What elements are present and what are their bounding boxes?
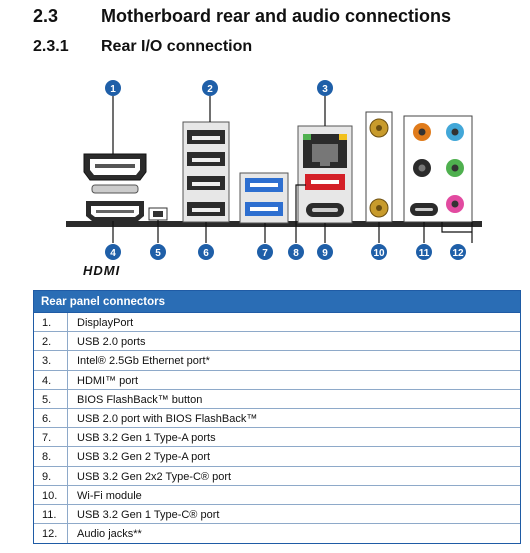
row-description: USB 3.2 Gen 2x2 Type-C® port [77, 470, 232, 483]
leader-lines [112, 96, 473, 243]
audio-typec-block [403, 115, 473, 223]
table-row: 2. USB 2.0 ports [34, 332, 520, 352]
table-row: 4. HDMI™ port [34, 370, 520, 390]
row-number: 12. [42, 528, 58, 541]
row-number: 8. [42, 451, 52, 464]
callout-label: 2 [207, 84, 213, 95]
callout-label: 4 [110, 248, 116, 259]
callout-marker [202, 80, 218, 96]
table-row: 7. USB 3.2 Gen 1 Type-A ports [34, 428, 520, 448]
io-panel-baseline [66, 221, 482, 227]
callout-label: 5 [155, 248, 161, 259]
table-row: 6. USB 2.0 port with BIOS FlashBack™ [34, 408, 520, 429]
callout-label: 6 [203, 248, 209, 259]
table-row: 9. USB 3.2 Gen 2x2 Type-C® port [34, 466, 520, 486]
table-row: 10. Wi-Fi module [34, 485, 520, 505]
callout-marker [371, 244, 387, 260]
row-number: 11. [42, 508, 57, 521]
section-number: 2.3 [33, 6, 59, 26]
callout-marker [150, 244, 166, 260]
row-number: 10. [42, 489, 58, 502]
row-description: Audio jacks** [77, 528, 142, 541]
callout-label: 7 [262, 248, 268, 259]
table-row: 8. USB 3.2 Gen 2 Type-A port [34, 447, 520, 467]
row-description: DisplayPort [77, 317, 134, 329]
subsection-title: Rear I/O connection [101, 38, 253, 55]
row-number: 7. [42, 432, 52, 445]
displayport-connector [83, 153, 147, 194]
row-number: 2. [42, 336, 52, 349]
usb3-gen1-stack [239, 172, 289, 224]
ethernet-usb-stack [297, 125, 353, 224]
callout-label: 10 [373, 248, 385, 259]
callout-label: 3 [322, 84, 328, 95]
callout-marker [198, 244, 214, 260]
table-row: 5. BIOS FlashBack™ button [34, 389, 520, 409]
subsection-heading: 2.3.1 Rear I/O connection [33, 38, 513, 60]
callout-marker [105, 80, 121, 96]
row-number: 9. [42, 470, 52, 483]
row-description: USB 3.2 Gen 1 Type-A ports [77, 432, 216, 445]
callout-marker [450, 244, 466, 260]
table-row: 12. Audio jacks** [34, 524, 520, 544]
table-header: Rear panel connectors [34, 291, 520, 313]
table-row: 1. DisplayPort [34, 313, 520, 333]
section-title: Motherboard rear and audio connections [101, 6, 452, 26]
callout-marker [317, 244, 333, 260]
rear-panel-connectors-table: Rear panel connectors 1. DisplayPort 2. US… [33, 290, 521, 545]
table-row: 11. USB 3.2 Gen 1 Type-C® port [34, 504, 520, 525]
row-description: HDMI™ port [77, 374, 139, 387]
row-number: 5. [42, 393, 52, 406]
row-description: Wi-Fi module [77, 489, 142, 502]
usb2-stack [182, 121, 230, 223]
subsection-number: 2.3.1 [33, 38, 69, 55]
row-number: 1. [42, 317, 52, 329]
hdmi-logo: HDMI [83, 263, 120, 278]
callout-marker [288, 244, 304, 260]
callout-marker [105, 244, 121, 260]
callout-marker [317, 80, 333, 96]
callout-label: 12 [452, 248, 464, 259]
callout-markers: 1 2 3 4 5 6 7 8 9 10 11 12 [105, 80, 466, 260]
bios-flashback-button [148, 207, 168, 221]
callout-label: 9 [322, 248, 328, 259]
callout-marker [257, 244, 273, 260]
row-number: 6. [42, 412, 52, 425]
callout-label: 11 [419, 248, 430, 259]
callout-marker [416, 244, 432, 260]
rear-io-diagram: 1 2 3 4 5 6 7 8 9 10 11 12 HDMI [66, 80, 482, 278]
table-row: 3. Intel® 2.5Gb Ethernet port* [34, 351, 520, 371]
wifi-antenna-connectors [365, 111, 393, 223]
callout-label: 8 [293, 248, 299, 259]
row-description: USB 2.0 port with BIOS FlashBack™ [77, 412, 258, 425]
row-description: USB 3.2 Gen 2 Type-A port [77, 451, 211, 464]
hdmi-connector [86, 201, 144, 221]
row-description: USB 2.0 ports [77, 336, 146, 349]
row-description: BIOS FlashBack™ button [77, 393, 203, 406]
section-heading: 2.3 Motherboard rear and audio connectio… [33, 6, 513, 32]
row-description: Intel® 2.5Gb Ethernet port* [77, 355, 210, 368]
row-number: 4. [42, 374, 52, 387]
row-description: USB 3.2 Gen 1 Type-C® port [77, 508, 220, 521]
row-number: 3. [42, 355, 52, 368]
callout-label: 1 [110, 84, 116, 95]
